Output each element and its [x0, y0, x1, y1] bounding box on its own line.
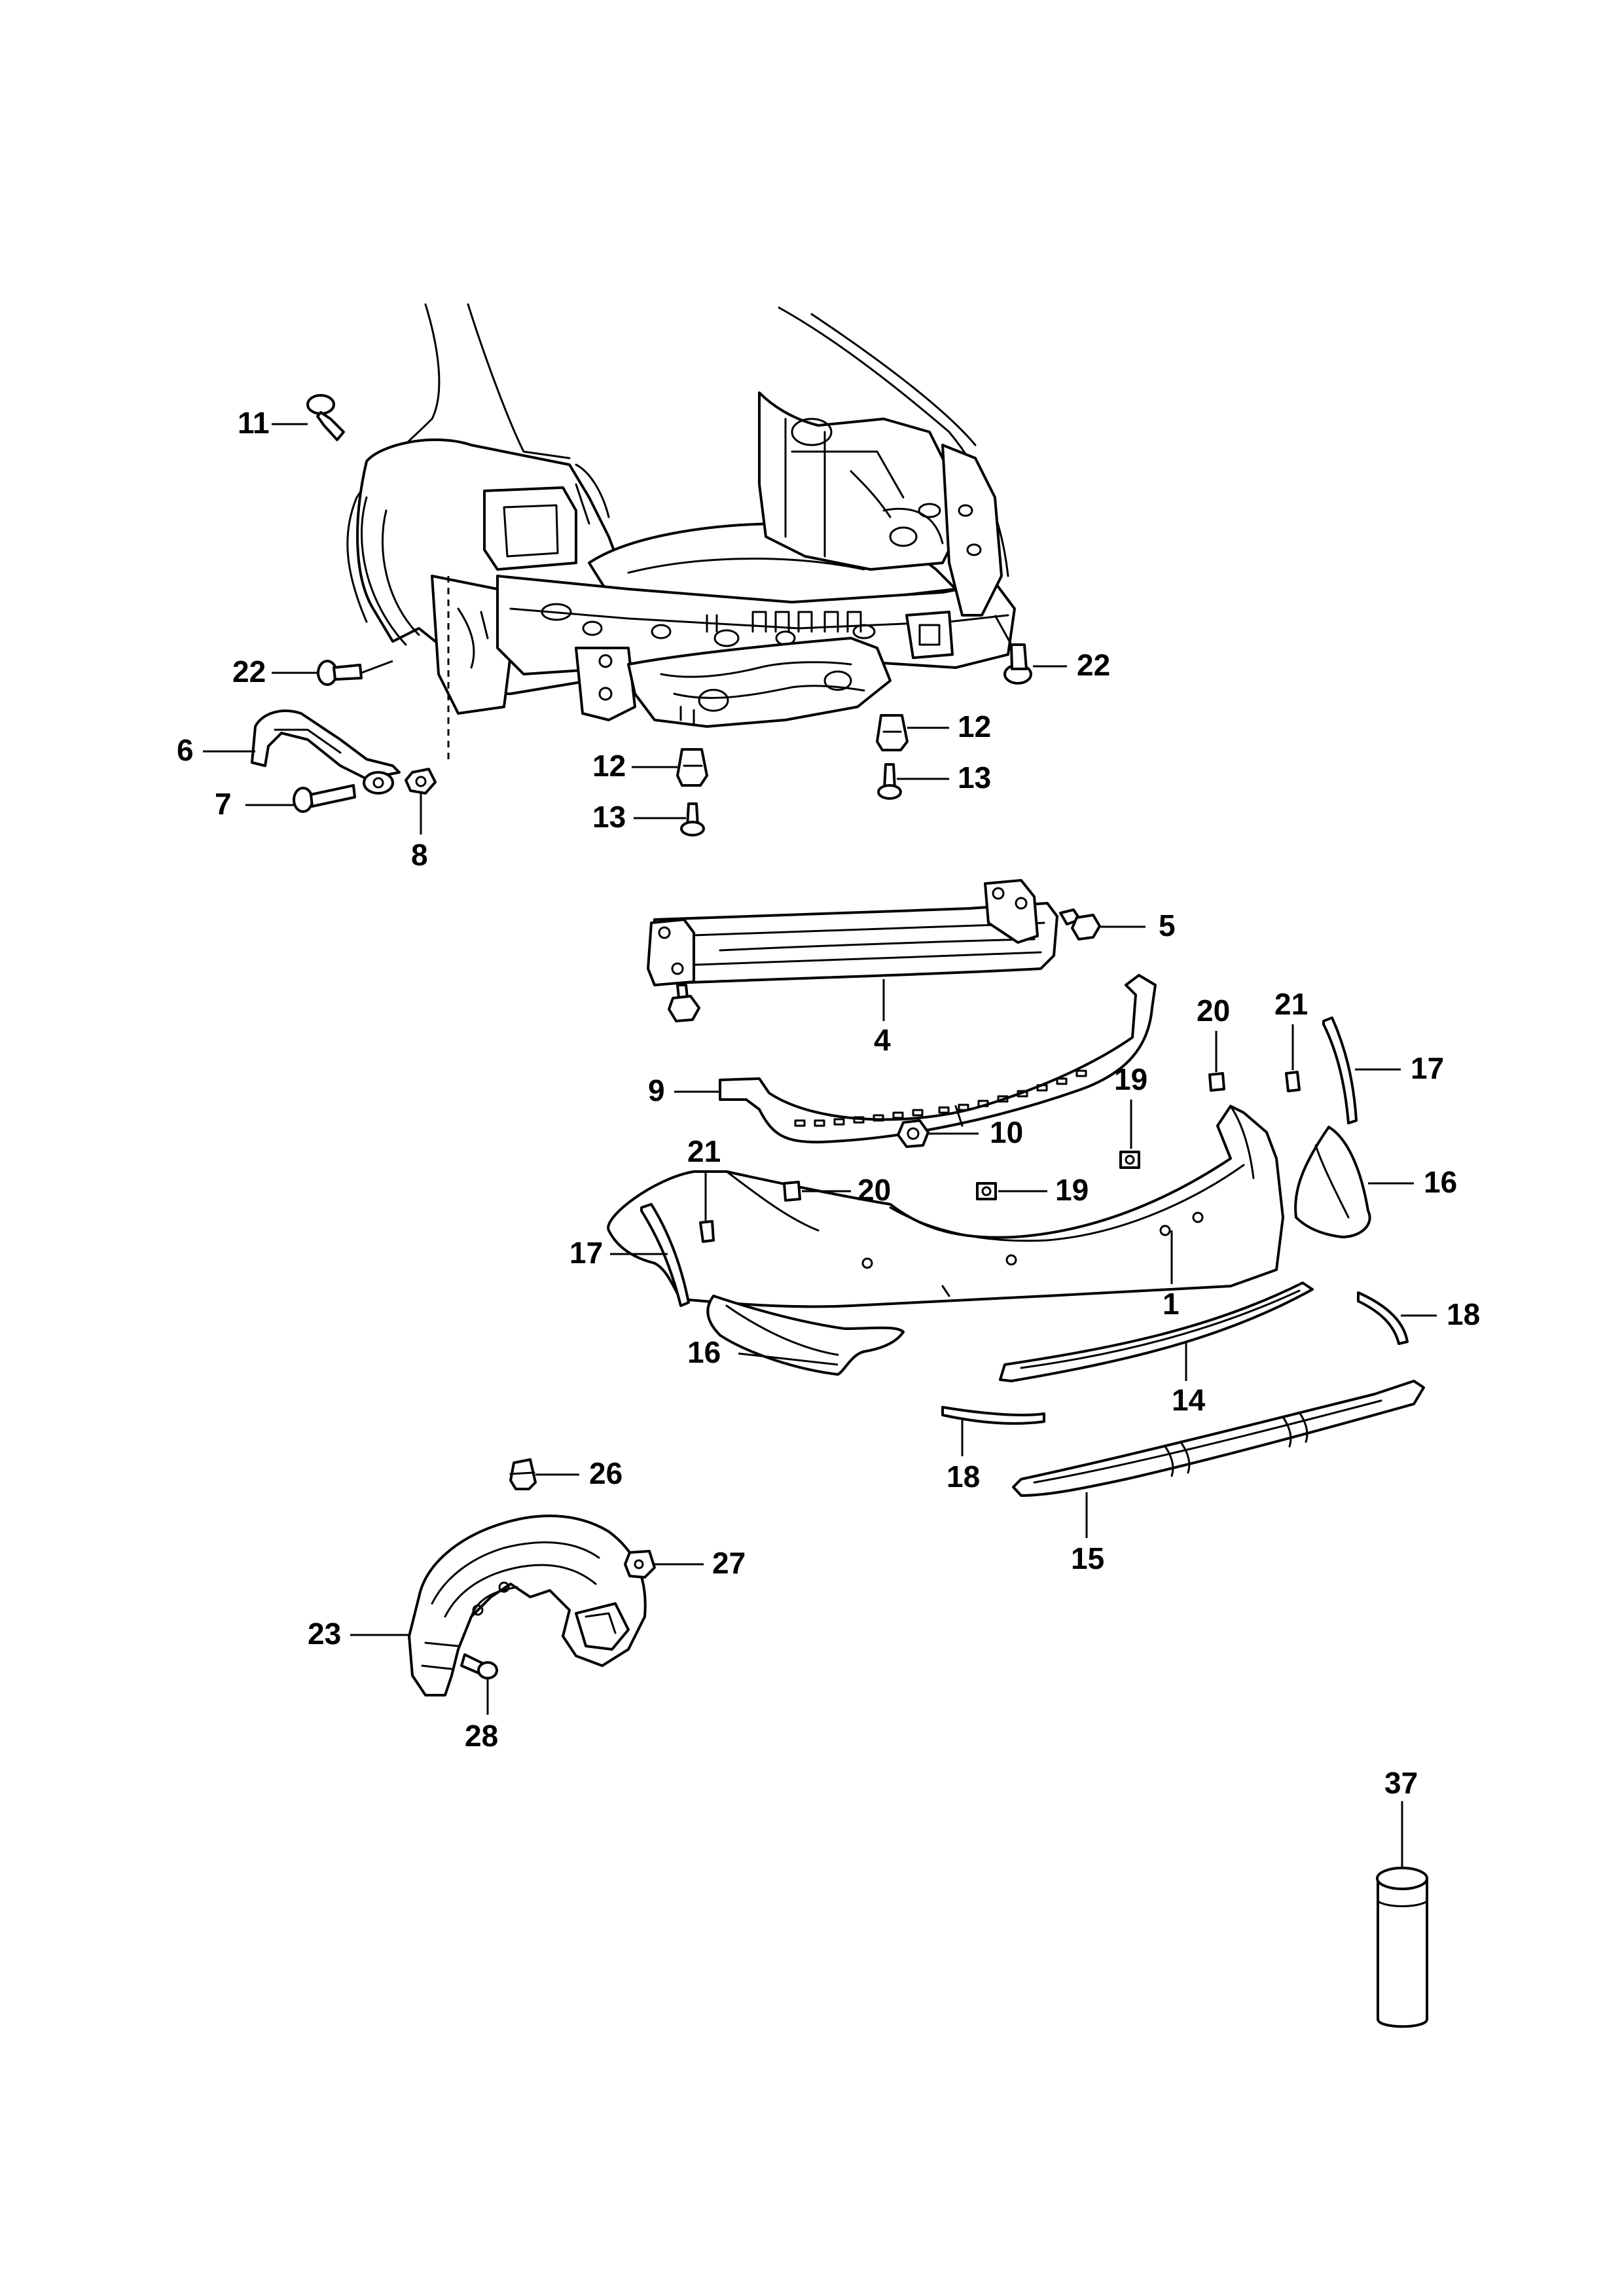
screw-11 — [306, 394, 345, 441]
screw-13-left — [680, 802, 705, 836]
callout-27: 27 — [712, 1546, 746, 1580]
clip-20-right — [1208, 1072, 1225, 1092]
callout-10: 10 — [990, 1115, 1023, 1149]
callout-5: 5 — [1159, 908, 1176, 942]
clip-19-right — [1119, 1151, 1140, 1169]
trim-18-right — [1357, 1291, 1409, 1345]
nut-8 — [405, 768, 437, 795]
callout-8: 8 — [411, 838, 428, 872]
callout-11: 11 — [238, 406, 270, 440]
bumper-reinforcement-4 — [647, 879, 1058, 986]
callout-4: 4 — [874, 1023, 891, 1057]
screw-22-right — [1003, 643, 1032, 685]
callout-21-right: 21 — [1274, 987, 1308, 1021]
callout-7: 7 — [215, 787, 232, 821]
callout-23: 23 — [308, 1617, 341, 1651]
callout-6: 6 — [177, 733, 194, 767]
clip-20-center — [783, 1181, 801, 1202]
trim-18-left — [941, 1406, 1045, 1425]
callout-18-right: 18 — [1447, 1297, 1480, 1331]
diffuser-15 — [1012, 1380, 1425, 1497]
callout-12-right: 12 — [958, 709, 991, 744]
bolt-5-lower — [668, 984, 700, 1022]
callout-9: 9 — [648, 1073, 665, 1107]
strip-14 — [999, 1282, 1314, 1382]
adhesive-can-37 — [1376, 1867, 1428, 2028]
callout-13-right: 13 — [958, 761, 991, 795]
clip-26 — [509, 1458, 537, 1490]
rear-body-structure — [346, 303, 1016, 759]
bumper-cover-1 — [607, 1105, 1284, 1308]
trim-16-right — [1294, 1126, 1371, 1238]
callout-15: 15 — [1071, 1541, 1104, 1575]
callout-19-right: 19 — [1114, 1062, 1147, 1096]
callout-12-left: 12 — [592, 749, 626, 783]
clip-21-right — [1285, 1071, 1301, 1092]
callout-17-right: 17 — [1411, 1051, 1444, 1085]
callout-20-right: 20 — [1197, 994, 1230, 1028]
clip-12-left — [676, 748, 708, 787]
callout-17-left: 17 — [569, 1236, 603, 1270]
callout-37: 37 — [1384, 1766, 1418, 1800]
callout-20-center: 20 — [857, 1173, 891, 1207]
callout-28: 28 — [465, 1719, 498, 1753]
trim-16-left — [706, 1295, 905, 1376]
clip-19-center — [976, 1182, 997, 1200]
callout-1: 1 — [1163, 1287, 1180, 1321]
callout-22-left: 22 — [232, 655, 266, 689]
callout-18-left: 18 — [947, 1460, 980, 1494]
wheel-arch-liner-23 — [408, 1515, 647, 1696]
callout-26: 26 — [589, 1456, 623, 1490]
absorber-9 — [719, 974, 1157, 1143]
bolt-5 — [1059, 908, 1101, 941]
callout-16-left: 16 — [687, 1335, 721, 1369]
trim-17-right — [1322, 1016, 1358, 1124]
screw-22-left — [317, 660, 363, 686]
callout-19-center: 19 — [1055, 1173, 1089, 1207]
nut-10 — [897, 1119, 929, 1148]
callout-21-left: 21 — [687, 1134, 721, 1168]
screw-13-right — [877, 763, 902, 800]
callout-16-right: 16 — [1424, 1165, 1457, 1199]
clip-27 — [624, 1550, 656, 1579]
bolt-7 — [293, 784, 356, 813]
callout-14: 14 — [1172, 1383, 1206, 1417]
screw-28 — [460, 1653, 498, 1679]
clip-12-right — [876, 714, 909, 751]
clip-21-left — [699, 1220, 715, 1243]
bracket-6 — [251, 709, 401, 795]
absorber-slots — [794, 1069, 1087, 1127]
callout-13-left: 13 — [592, 800, 626, 834]
callout-22-right: 22 — [1077, 648, 1110, 682]
